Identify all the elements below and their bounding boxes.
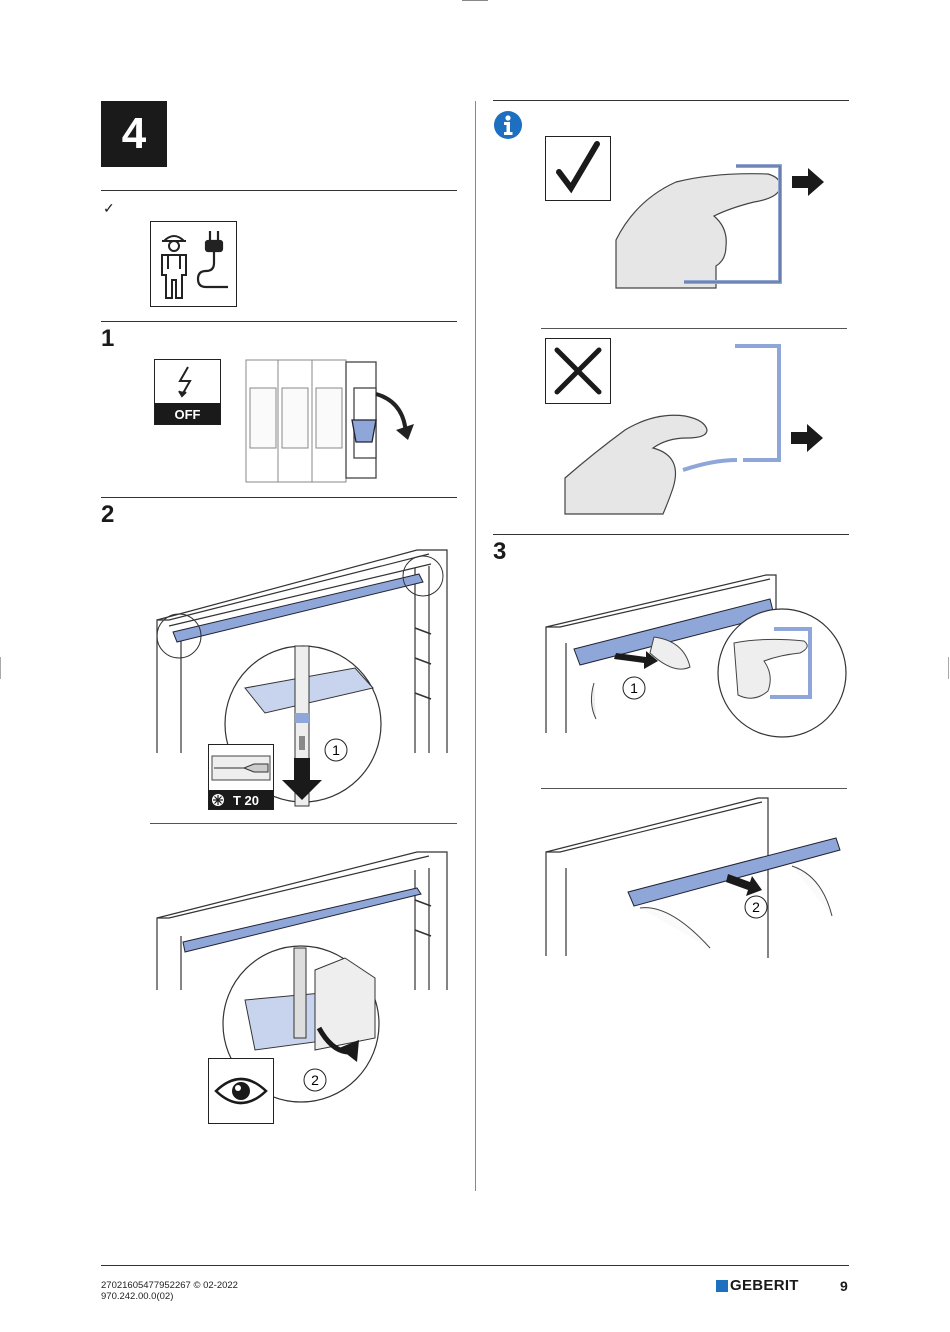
divider bbox=[493, 534, 849, 535]
info-icon bbox=[494, 111, 522, 139]
plug-icon bbox=[196, 231, 228, 289]
breaker-switch bbox=[351, 419, 377, 443]
step-box: 4 bbox=[101, 101, 167, 167]
remove-rail-illustration-2: 2 bbox=[545, 797, 841, 958]
rail bbox=[172, 573, 424, 643]
footer-doc-number: 970.242.00.0(02) bbox=[101, 1291, 174, 1302]
callout-2: 2 bbox=[311, 1072, 319, 1088]
divider bbox=[493, 100, 849, 101]
footer-divider bbox=[101, 1265, 849, 1266]
divider bbox=[150, 823, 457, 824]
divider bbox=[101, 190, 457, 191]
correct-grip-illustration bbox=[615, 164, 824, 289]
eye-box bbox=[208, 1058, 274, 1124]
check-mark: ✓ bbox=[103, 200, 115, 216]
callout-1: 1 bbox=[332, 742, 340, 758]
check-icon bbox=[556, 141, 600, 194]
step-number-1: 1 bbox=[101, 325, 115, 352]
divider bbox=[101, 321, 457, 322]
rail bbox=[627, 837, 841, 907]
remove-rail-illustration-1: 1 bbox=[545, 574, 847, 738]
circuit-breaker-illustration bbox=[245, 359, 414, 483]
callout-4: 2 bbox=[752, 899, 760, 915]
column-divider bbox=[475, 101, 476, 1191]
detail-circle bbox=[156, 613, 202, 659]
arrow-icon bbox=[792, 168, 824, 196]
tool-box: T 20 bbox=[208, 744, 274, 810]
arrow-icon bbox=[375, 392, 408, 435]
tool-label: T 20 bbox=[233, 793, 259, 808]
installer-icon bbox=[161, 235, 187, 299]
correct-box bbox=[545, 136, 611, 201]
divider bbox=[541, 788, 847, 789]
arrow-icon bbox=[726, 874, 762, 896]
off-label: OFF bbox=[175, 407, 201, 422]
arrow-icon bbox=[791, 424, 823, 452]
divider bbox=[541, 328, 847, 329]
arrow-icon bbox=[614, 651, 658, 669]
top-mark bbox=[462, 0, 488, 1]
step-number-2: 2 bbox=[101, 501, 115, 528]
brand-logo: GEBERIT bbox=[730, 1277, 799, 1294]
callout-3: 1 bbox=[630, 680, 638, 696]
lightning-icon bbox=[178, 366, 192, 398]
power-off-sign: OFF bbox=[154, 359, 221, 425]
page-number: 9 bbox=[840, 1278, 848, 1294]
installer-plug-icon-box bbox=[150, 221, 237, 307]
cabinet-screw-illustration: 1 bbox=[156, 549, 448, 807]
brand-square-icon bbox=[716, 1280, 728, 1292]
step-number-3: 3 bbox=[493, 538, 507, 565]
cross-icon bbox=[554, 347, 602, 395]
wrong-box bbox=[545, 338, 611, 404]
left-margin-mark bbox=[0, 657, 1, 679]
right-margin-mark bbox=[948, 657, 949, 679]
cabinet-rail-illustration: 2 bbox=[156, 851, 448, 1103]
wrong-grip-illustration bbox=[564, 344, 823, 515]
divider bbox=[101, 497, 457, 498]
footer-doc-id: 27021605477952267 © 02-2022 bbox=[101, 1280, 238, 1291]
